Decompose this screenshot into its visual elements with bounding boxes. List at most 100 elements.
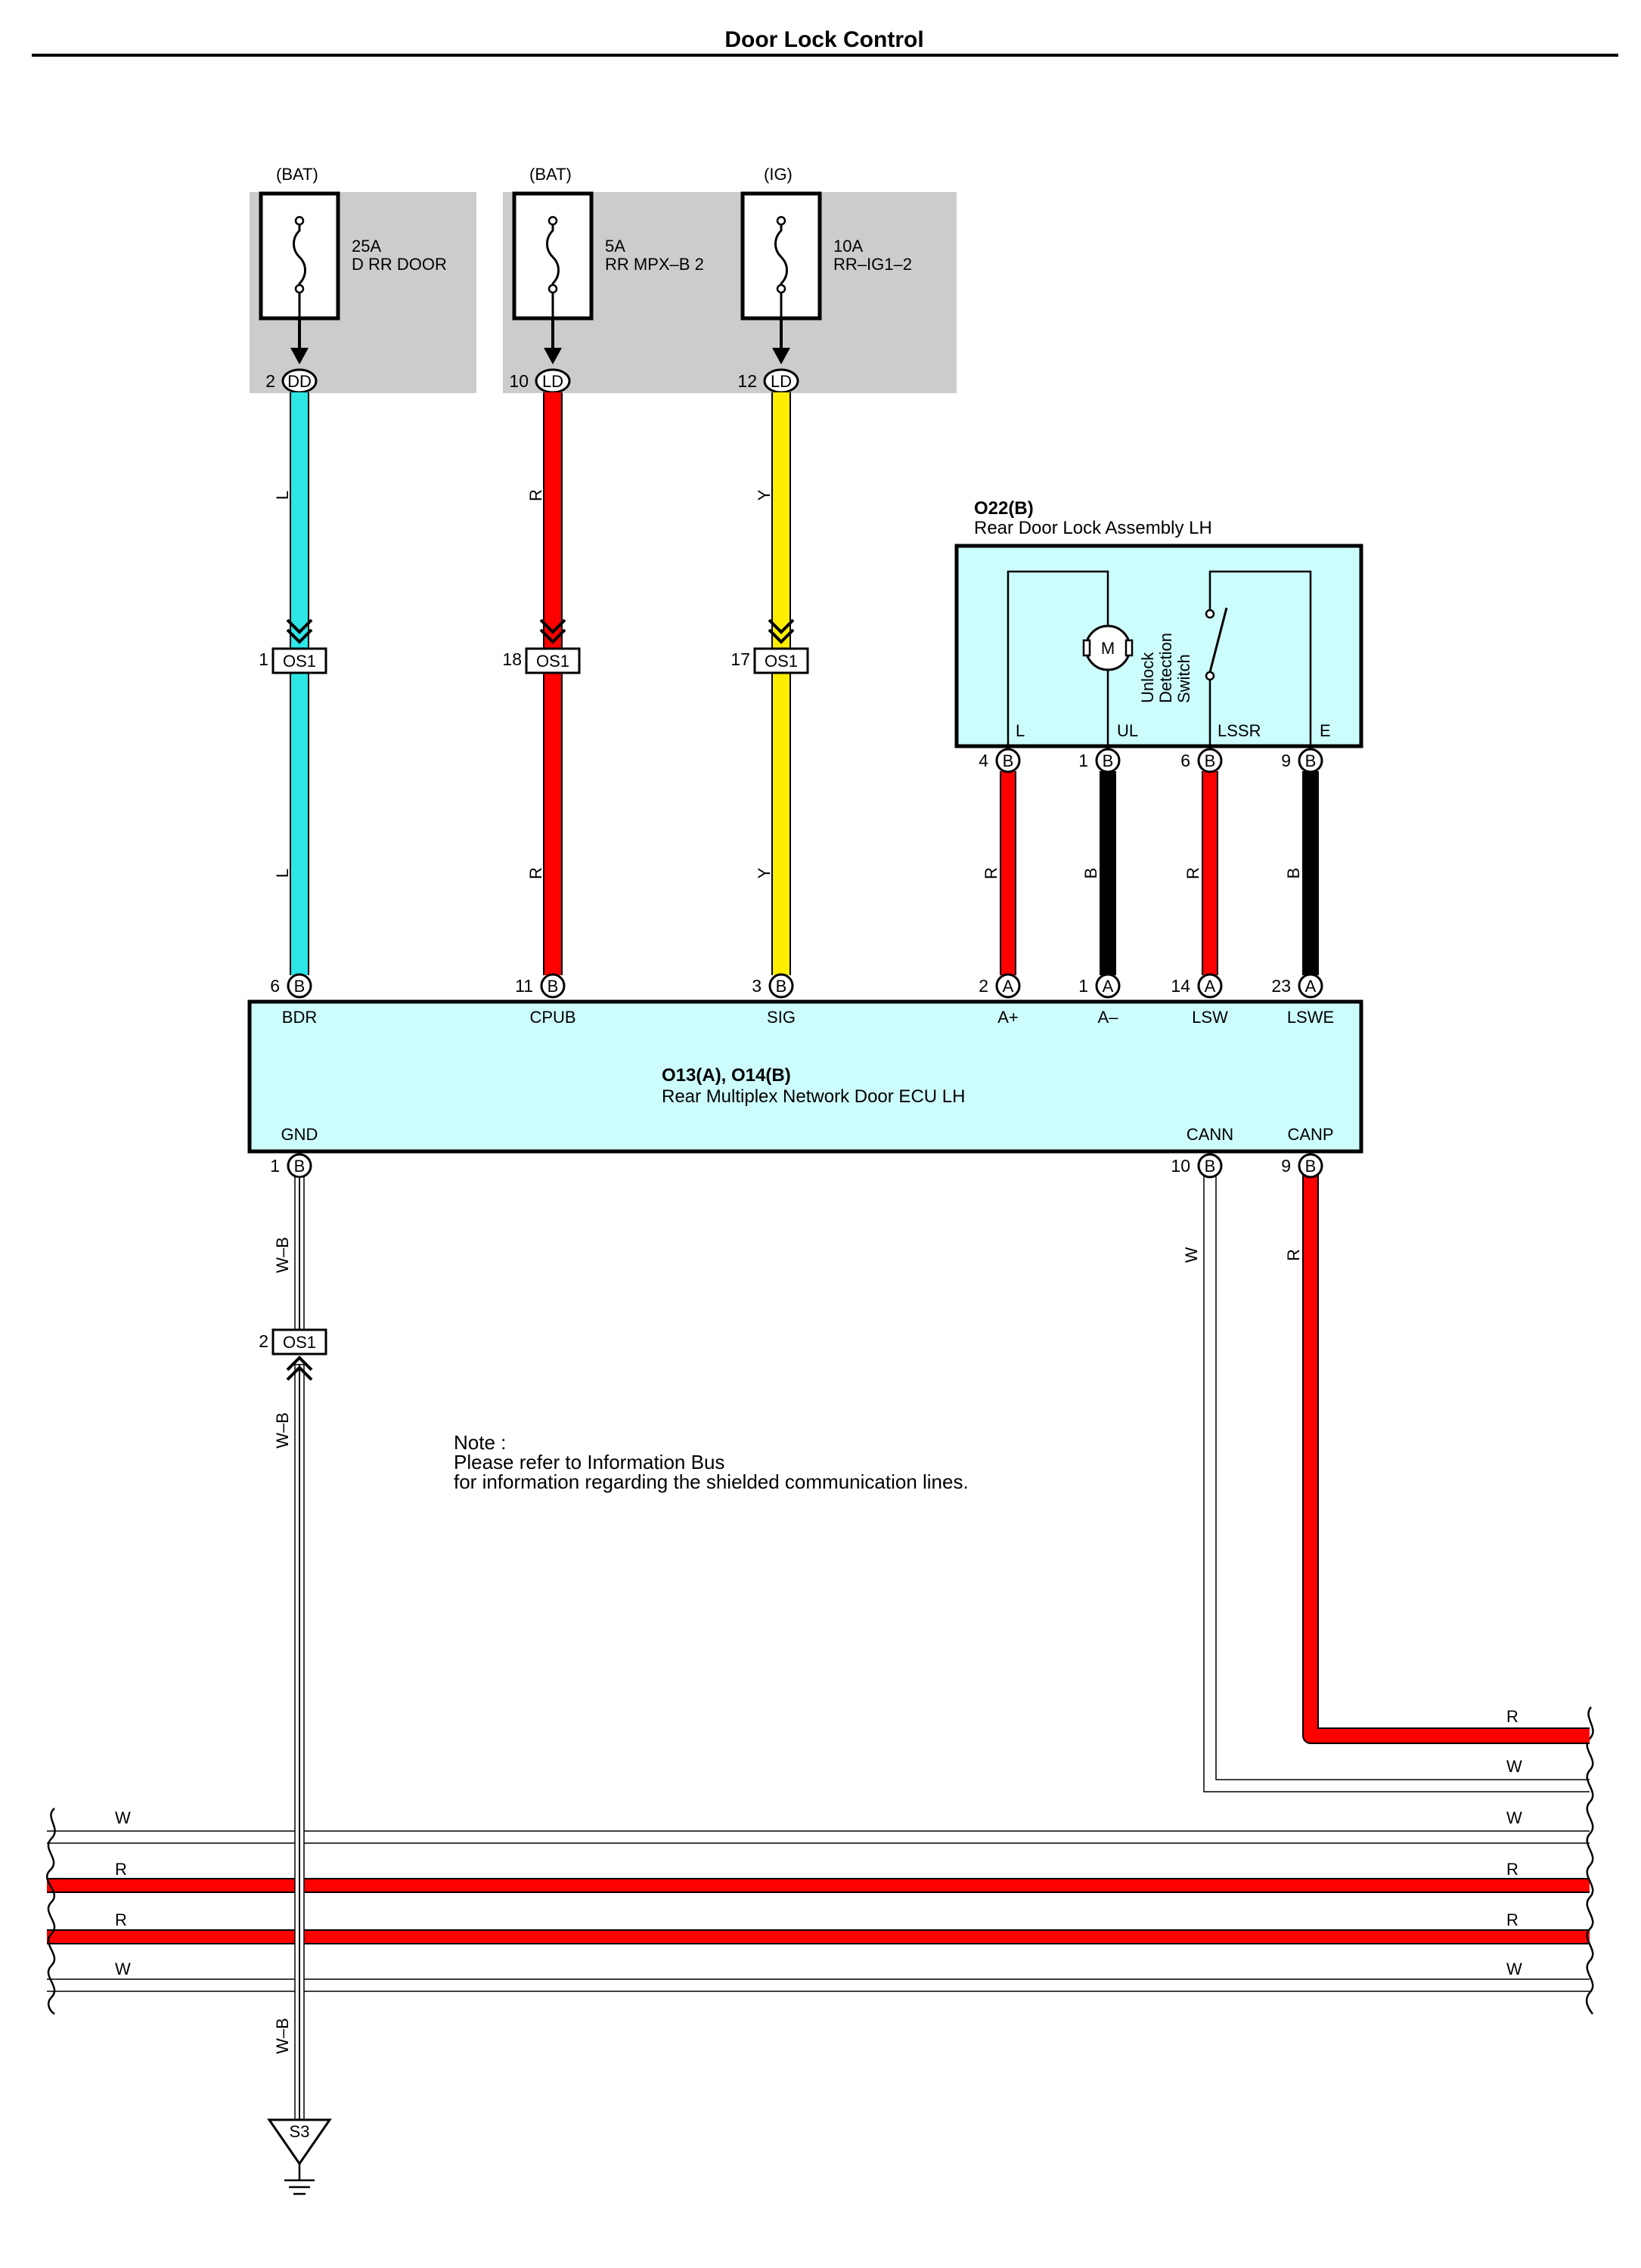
wire-a-plus: R (982, 771, 1016, 975)
wire-color-label: L (273, 869, 292, 878)
pin-connector: B (294, 1157, 306, 1176)
bus-label-right: R (1506, 1910, 1518, 1929)
pin-number: 1 (259, 649, 268, 669)
pin-connector: B (1103, 751, 1114, 770)
terminal-label: E (1320, 721, 1331, 740)
fuse-source-label: (IG) (764, 165, 793, 184)
wire-break-icon-right (1585, 1706, 1594, 2015)
ground-wire: W–B W–B W–B 2 OS1 S3 (259, 1176, 332, 2195)
door-lock-pin: 4 B (979, 748, 1021, 773)
pin-circle (1298, 973, 1323, 999)
connector-code: OS1 (536, 652, 569, 671)
bus-label-right: W (1506, 1808, 1522, 1827)
pin-number: 23 (1271, 976, 1291, 996)
ecu-terminal: LSW (1192, 1008, 1228, 1027)
fuse-element-icon (293, 217, 306, 318)
ecu-pin: 3 B (752, 973, 794, 999)
pin-circle (995, 748, 1021, 773)
note-line: for information regarding the shielded c… (454, 1470, 969, 1493)
wire-color-label: R (1284, 1249, 1303, 1261)
wire-color-label: W–B (273, 2018, 292, 2054)
wire-bdr: L L 1 OS1 (259, 392, 327, 975)
bus-label-right: R (1506, 1860, 1518, 1879)
wire-lsw: R (1183, 771, 1218, 975)
pin-circle (1095, 748, 1121, 773)
switch-label-line: Unlock (1138, 652, 1157, 703)
pin-number: 1 (270, 1156, 280, 1176)
ecu-terminal: A– (1098, 1008, 1119, 1027)
pin-number: 17 (731, 649, 750, 669)
connector-box (525, 647, 581, 674)
fuse-terminal-dot (776, 215, 786, 226)
pin-circle (995, 973, 1021, 999)
fuse-amp: 10A (833, 237, 863, 256)
pin-circle (540, 973, 566, 999)
chevron-down-icon (768, 618, 795, 644)
bus-label-right: R (1506, 1707, 1518, 1726)
pin-circle (1298, 1153, 1323, 1179)
pin-connector: A (1305, 977, 1317, 996)
fuse-source-label: (BAT) (276, 165, 318, 184)
switch-label-line: Detection (1156, 633, 1175, 703)
wire-color-label: Y (755, 867, 774, 878)
switch-label: Unlock Detection Switch (1138, 628, 1193, 703)
pin-circle (1298, 748, 1323, 773)
ecu-pin: 1 B (270, 1153, 312, 1179)
pin-number: 2 (979, 976, 988, 996)
pin-connector: B (1305, 751, 1317, 770)
door-lock-pin: 9 B (1281, 748, 1323, 773)
ecu-terminal: BDR (282, 1008, 317, 1027)
pin-circle (287, 973, 312, 999)
wire-color-label: W (1182, 1247, 1201, 1263)
ecu-box (247, 999, 1363, 1154)
bus-label-right: W (1506, 1960, 1522, 1978)
ecu-pin: 9 B (1281, 1153, 1323, 1179)
pin-number: 9 (1281, 1156, 1291, 1176)
wire-lswe: B (1284, 771, 1319, 975)
door-lock-pin: 1 B (1078, 748, 1121, 773)
wire-color-label: R (982, 867, 1000, 879)
can-wire-r (1302, 1164, 1590, 1744)
pin-number: 6 (270, 976, 280, 996)
ground-point-s3: S3 (267, 2118, 332, 2195)
ecu-pin: 23 A (1271, 973, 1323, 999)
pin-number: 1 (1078, 751, 1088, 770)
connector-box (271, 1328, 327, 1356)
pin-connector: B (1205, 751, 1216, 770)
ecu-pin: 11 B (515, 973, 566, 999)
pin-connector: B (776, 977, 787, 996)
ecu-terminal: SIG (767, 1008, 796, 1027)
pin-connector: A (1103, 977, 1114, 996)
ecu-terminal: GND (281, 1125, 318, 1144)
pin-number: 14 (1171, 976, 1190, 996)
arrow-down-icon (544, 348, 562, 364)
pin-number: 10 (509, 371, 529, 391)
bus-label-left: R (115, 1860, 127, 1879)
ecu-name: Rear Multiplex Network Door ECU LH (662, 1086, 965, 1107)
terminal-label: UL (1117, 721, 1138, 740)
bus-label-right: W (1506, 1757, 1522, 1776)
switch-icon (1205, 607, 1228, 681)
can-wire-w (1203, 1164, 1590, 1792)
pin-number: 10 (1171, 1156, 1190, 1176)
ecu-pin: 1 A (1078, 973, 1121, 999)
wire-cann: W W (1182, 1164, 1590, 1792)
page-title: Door Lock Control (724, 27, 923, 52)
chevron-up-icon (286, 1356, 313, 1381)
rear-multiplex-network-door-ecu: BDR CPUB SIG A+ A– LSW LSWE O13(A), O14(… (247, 999, 1363, 1154)
ecu-terminal: CPUB (529, 1008, 575, 1027)
pin-circle (1197, 748, 1223, 773)
wire-cpub: R R 18 OS1 (502, 392, 581, 975)
wire-color-label: L (273, 491, 292, 500)
ecu-terminal: LSWE (1287, 1008, 1334, 1027)
fuse-name: RR–IG1–2 (833, 255, 912, 274)
pin-circle (1095, 973, 1121, 999)
note-heading: Note : (454, 1431, 506, 1454)
internal-circuit (1208, 570, 1312, 762)
pin-circle (768, 973, 794, 999)
ecu-code: O13(A), O14(B) (662, 1065, 791, 1086)
ecu-terminal: CANP (1287, 1125, 1333, 1144)
bus-label-left: W (115, 1808, 131, 1827)
fuse-terminal-dot (548, 284, 558, 294)
connector-code: OS1 (283, 1333, 316, 1352)
